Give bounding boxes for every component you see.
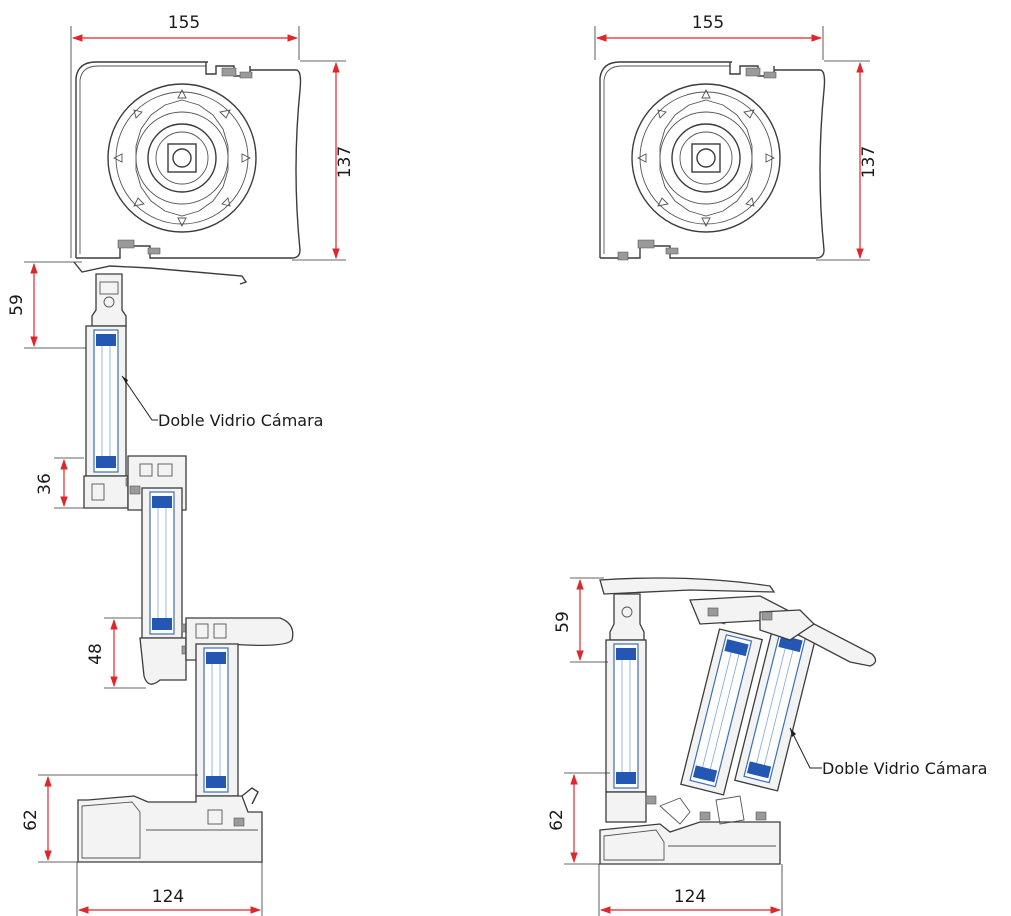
- left-sash-rail-label: 48: [86, 643, 106, 665]
- left-sash-rail-dimension: 48: [86, 617, 146, 689]
- left-sill-width-label: 124: [152, 887, 184, 907]
- left-sill: [77, 787, 263, 863]
- right-top-frame-label: 59: [553, 611, 573, 633]
- right-box-width-dimension: 155: [594, 13, 824, 60]
- right-sill-width-dimension: 124: [598, 864, 783, 916]
- right-glass-callout: Doble Vidrio Cámara: [789, 727, 987, 778]
- left-glass-callout: Doble Vidrio Cámara: [121, 375, 323, 430]
- right-sill-width-label: 124: [674, 887, 706, 907]
- right-glass-callout-label: Doble Vidrio Cámara: [822, 759, 987, 778]
- left-top-frame-dimension: 59: [7, 261, 86, 349]
- left-sill-height-dimension: 62: [21, 774, 198, 863]
- right-tilted-sash-1: [680, 613, 764, 796]
- right-box-width-label: 155: [692, 13, 724, 33]
- left-shutter-box: [73, 61, 302, 285]
- left-top-frame: [91, 273, 127, 327]
- left-roller-drum: [107, 83, 257, 233]
- left-glass-callout-label: Doble Vidrio Cámara: [158, 411, 323, 430]
- right-handle-rail: [689, 595, 877, 667]
- right-box-height-label: 137: [859, 146, 879, 178]
- left-box-height-dimension: 137: [292, 60, 355, 261]
- right-top-frame: [599, 577, 776, 641]
- left-meeting-rail-dimension: 36: [35, 457, 84, 509]
- left-upper-sash: [83, 325, 135, 509]
- right-sill-height-label: 62: [547, 809, 567, 831]
- right-roller-drum: [631, 83, 781, 233]
- left-system: 155 137 59 36 48: [7, 13, 355, 916]
- left-box-width-label: 155: [168, 13, 200, 33]
- right-shutter-box: [599, 61, 826, 261]
- left-box-height-label: 137: [335, 146, 355, 178]
- right-fixed-sash: [605, 639, 657, 823]
- right-box-height-dimension: 137: [816, 60, 879, 261]
- right-top-frame-dimension: 59: [553, 577, 608, 663]
- right-tilted-sash-2: [734, 624, 818, 792]
- left-top-frame-label: 59: [7, 294, 27, 316]
- left-box-width-dimension: 155: [70, 13, 300, 258]
- right-sill: [599, 795, 781, 865]
- left-sill-height-label: 62: [21, 809, 41, 831]
- left-meeting-rail-label: 36: [35, 473, 55, 495]
- left-sill-width-dimension: 124: [76, 862, 263, 916]
- left-lower-sash: [195, 643, 239, 797]
- right-sill-height-dimension: 62: [547, 772, 610, 865]
- right-system: 155 137: [547, 13, 987, 916]
- left-middle-sash: [139, 487, 193, 685]
